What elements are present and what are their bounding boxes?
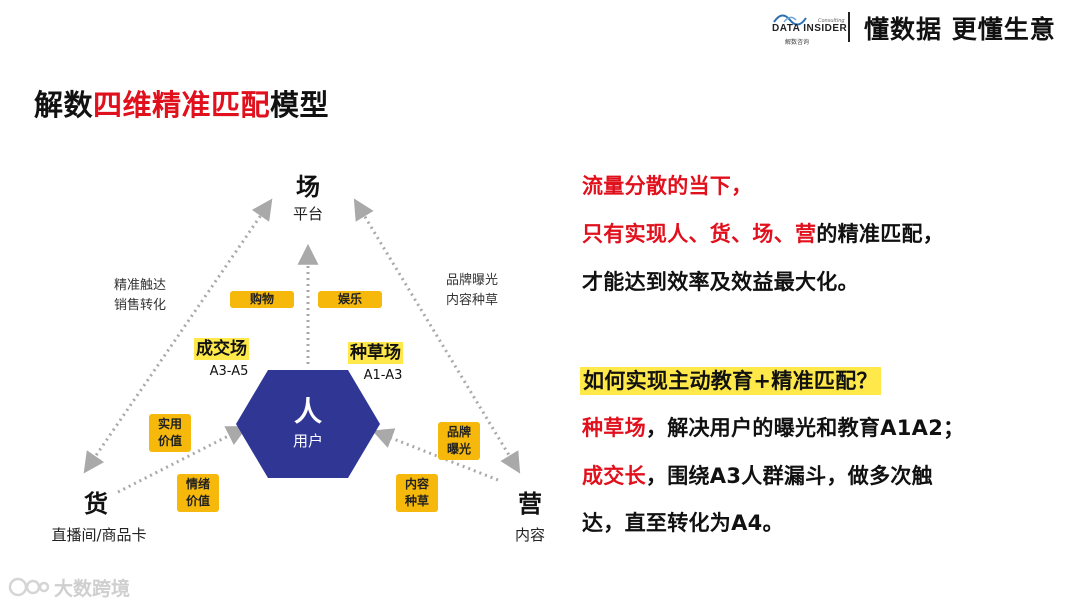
text-line-6-red: 成交长 [582, 464, 646, 488]
brand-divider [848, 12, 850, 42]
user-main-label: 人 [293, 395, 322, 428]
text-line-6: 成交长，围绕A3人群漏斗，做多次触 [582, 460, 933, 490]
right-side-arrow [353, 198, 521, 474]
left-side-label-line2: 销售转化 [113, 298, 166, 313]
goods-main-label: 货 [84, 490, 108, 518]
four-dimension-diagram [83, 198, 521, 494]
marketing-main-label: 营 [518, 490, 542, 518]
tag-content-seeding-line2: 种草 [404, 494, 429, 508]
platform-main-label: 场 [296, 173, 320, 201]
text-line-2: 只有实现人、货、场、营的精准匹配， [582, 218, 944, 248]
brand-name: DATA INSIDER [772, 23, 848, 34]
brand-subtitle: 解数咨询 [785, 39, 810, 46]
title-suffix: 模型 [270, 88, 330, 122]
brand-consulting-label: Consulting [818, 18, 845, 24]
right-side-label: 品牌曝光 内容种草 [432, 271, 512, 311]
left-side-arrow [83, 198, 273, 474]
text-line-2-red: 只有实现人、货、场、营 [582, 222, 817, 246]
left-side-label: 精准触达 销售转化 [100, 276, 180, 316]
marketing-sub-label: 内容 [514, 526, 545, 544]
tag-brand-exposure-line2: 曝光 [446, 442, 471, 456]
text-line-5: 种草场，解决用户的曝光和教育A1A2； [582, 412, 964, 442]
text-line-6-black: ，围绕A3人群漏斗，做多次触 [645, 464, 933, 488]
user-sub-label: 用户 [292, 432, 323, 450]
text-line-4: 如何实现主动教育+精准匹配？ [580, 365, 881, 395]
tag-brand-exposure: 品牌 曝光 [438, 422, 480, 460]
tag-content-seeding-line1: 内容 [404, 477, 429, 491]
text-line-5-red: 种草场 [582, 416, 646, 440]
data-insider-logo-icon [773, 14, 807, 26]
text-line-2-black: 的精准匹配， [816, 222, 945, 246]
tag-entertainment: 娱乐 [318, 291, 382, 308]
right-side-label-line2: 内容种草 [445, 293, 498, 308]
seed-field-range: A1-A3 [363, 368, 403, 383]
text-line-1: 流量分散的当下， [582, 174, 753, 198]
seed-field-title: 种草场 [348, 342, 403, 364]
tag-practical-value-line1: 实用 [157, 417, 182, 431]
user-hexagon [236, 370, 380, 478]
platform-sub-label: 平台 [292, 205, 323, 223]
text-line-7: 达，直至转化为A4。 [582, 511, 784, 535]
text-line-4-highlight: 如何实现主动教育+精准匹配？ [580, 367, 881, 395]
deal-field-title: 成交场 [194, 338, 249, 360]
title-highlight: 四维精准匹配 [93, 88, 271, 122]
tag-emotional-value-line1: 情绪 [185, 477, 210, 491]
tag-content-seeding: 内容 种草 [396, 474, 438, 512]
tag-practical-value-line2: 价值 [157, 434, 182, 448]
tag-brand-exposure-line1: 品牌 [446, 425, 471, 439]
watermark-text: 大数跨境 [54, 578, 131, 600]
right-inner-arrow [372, 428, 499, 482]
goods-sub-label: 直播间/商品卡 [51, 526, 147, 544]
right-side-label-line1: 品牌曝光 [445, 273, 498, 288]
page-title: 解数四维精准匹配模型 [34, 82, 329, 124]
tag-shopping: 购物 [230, 291, 294, 308]
tag-emotional-value: 情绪 价值 [177, 474, 219, 512]
tag-emotional-value-line2: 价值 [185, 494, 210, 508]
title-prefix: 解数 [34, 88, 94, 122]
text-line-5-black: ，解决用户的曝光和教育A1A2； [645, 416, 965, 440]
brand-slogan: 懂数据 更懂生意 [864, 15, 1056, 44]
text-line-3: 才能达到效率及效益最大化。 [582, 270, 859, 294]
deal-field-range: A3-A5 [209, 364, 249, 379]
tag-practical-value: 实用 价值 [149, 414, 191, 452]
watermark-logo-icon [8, 577, 50, 597]
left-side-label-line1: 精准触达 [113, 278, 166, 293]
